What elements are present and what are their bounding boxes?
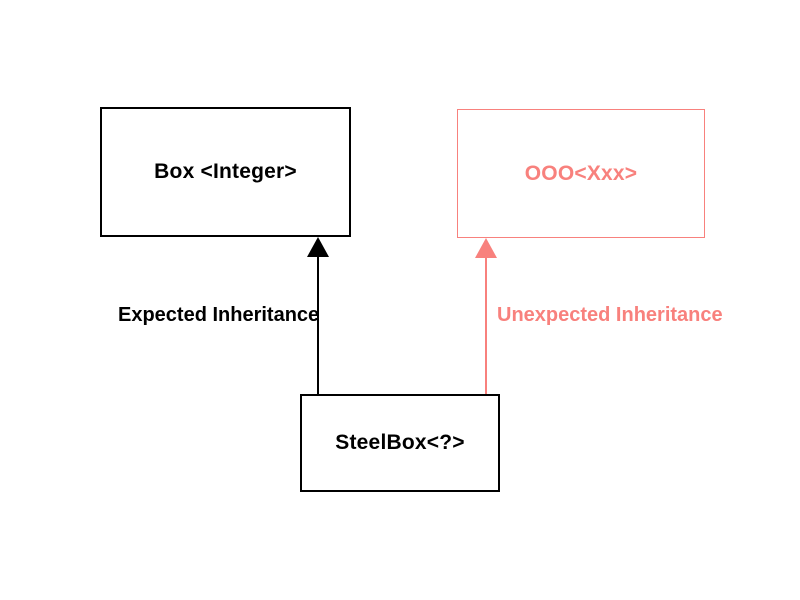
unexpected-inheritance-arrowhead-icon: [475, 238, 497, 258]
unexpected-inheritance-arrow-line: [485, 258, 487, 394]
node-steelbox: SteelBox<?>: [300, 394, 500, 492]
node-box-integer: Box <Integer>: [100, 107, 351, 237]
edge-label-expected-inheritance: Expected Inheritance: [118, 304, 320, 326]
edge-label-unexpected-inheritance: Unexpected Inheritance: [497, 304, 723, 326]
node-steelbox-label: SteelBox<?>: [335, 431, 465, 454]
node-ooo-xxx: OOO<Xxx>: [457, 109, 705, 238]
expected-inheritance-arrow-line: [317, 256, 319, 394]
expected-inheritance-arrowhead-icon: [307, 237, 329, 257]
node-box-integer-label: Box <Integer>: [154, 160, 297, 183]
node-ooo-xxx-label: OOO<Xxx>: [524, 161, 638, 185]
